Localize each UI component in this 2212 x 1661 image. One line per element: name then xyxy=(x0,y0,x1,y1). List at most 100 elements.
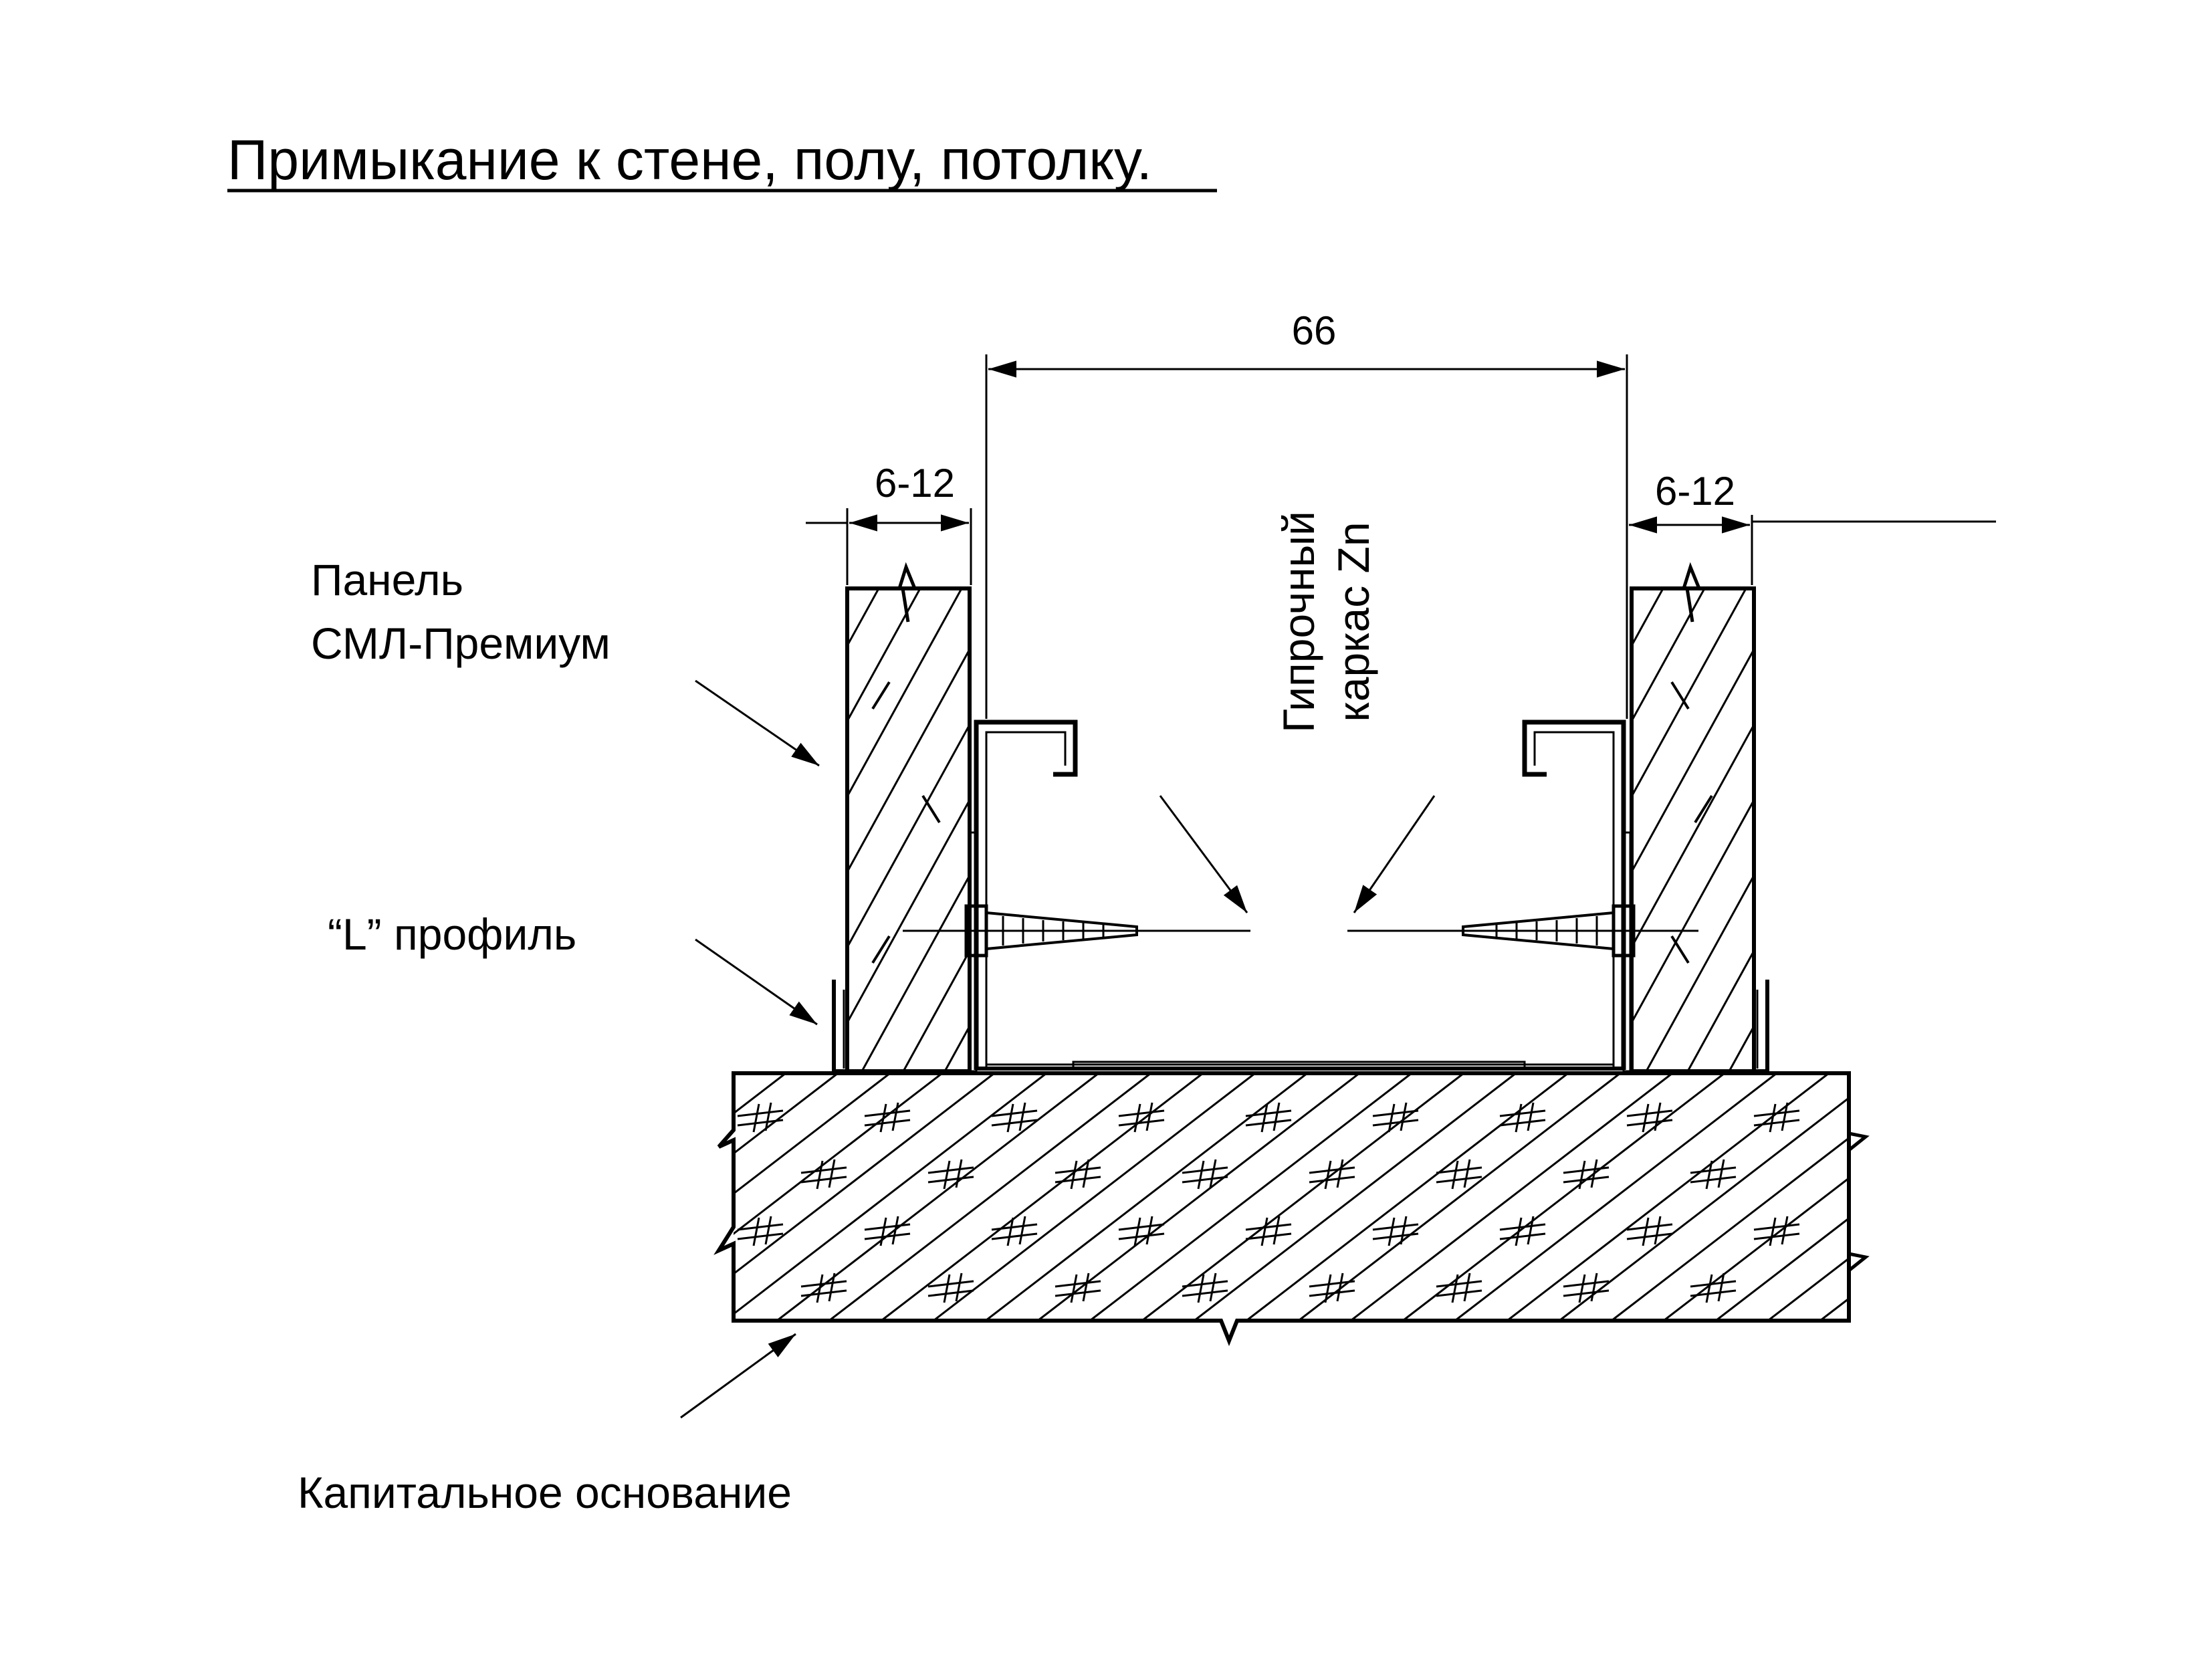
hatch-line xyxy=(1141,1073,1464,1321)
hatch-line xyxy=(1812,588,2078,1071)
hatch-line xyxy=(734,1073,786,1115)
hatch-line xyxy=(1260,1217,1268,1246)
hatch-line xyxy=(1359,588,1625,1071)
hatch-line xyxy=(1686,948,1754,1071)
frame-leader-right xyxy=(1353,795,1436,913)
hatch-line xyxy=(1082,1159,1090,1188)
dimension-66-label: 66 xyxy=(1292,308,1337,353)
hatch-line xyxy=(1182,1280,1228,1288)
hatch-line xyxy=(943,1274,951,1303)
hatch-line xyxy=(1690,1289,1737,1297)
hatch-line xyxy=(800,1289,847,1297)
hatch-line xyxy=(1209,1159,1217,1188)
hatch-line xyxy=(1632,798,1754,1025)
hatch-line xyxy=(1006,1217,1014,1246)
hatch-line xyxy=(1133,1103,1141,1133)
hatch-line xyxy=(816,1160,824,1190)
hatch-line xyxy=(879,1217,887,1246)
hatch-line xyxy=(1642,1217,1650,1246)
hatch-line xyxy=(864,1223,911,1231)
l-profile-label: “L” профиль xyxy=(328,909,576,959)
hatch-line xyxy=(828,1159,836,1188)
hatch-line xyxy=(800,1176,847,1184)
hatch-line xyxy=(800,1166,847,1174)
hatch-line xyxy=(572,588,837,1071)
hatch-line xyxy=(1350,1073,1673,1321)
hatch-line xyxy=(1499,1109,1546,1117)
hatch-line xyxy=(1028,588,1293,1071)
hatch-line xyxy=(1436,1280,1482,1288)
hatch-line xyxy=(1324,1160,1332,1190)
hatch-line xyxy=(2019,588,2212,1071)
hatch-line xyxy=(1632,588,1706,724)
hatch-line xyxy=(734,1073,1047,1315)
hatch-line xyxy=(881,1073,1204,1321)
hatch-line xyxy=(1499,1232,1546,1240)
left-frame-profile xyxy=(974,719,1078,1070)
hatch-line xyxy=(861,873,970,1071)
dimension-right-gap-label: 6-12 xyxy=(1655,469,1735,514)
hatch-line xyxy=(847,647,970,874)
hatch-line xyxy=(927,1176,974,1184)
hatch-line xyxy=(800,1280,847,1288)
hatch-line xyxy=(1563,1289,1610,1297)
hatch-line xyxy=(991,1109,1038,1117)
hatch-line xyxy=(1632,647,1754,874)
hatch-line xyxy=(1298,1073,1621,1321)
hatch-line xyxy=(864,1232,911,1240)
hatch-line xyxy=(1372,1119,1419,1127)
hatch-line xyxy=(1436,1176,1482,1184)
hatch-line xyxy=(1626,1232,1673,1240)
hatch-line xyxy=(847,588,963,799)
hatch-line xyxy=(1055,1176,1101,1184)
hatch-line xyxy=(737,1119,784,1127)
hatch-line xyxy=(1309,1280,1355,1288)
hatch-line xyxy=(828,1272,836,1302)
dimension-right-gap: 6-12 xyxy=(1626,469,1996,585)
hatch-line xyxy=(734,1073,943,1235)
hatch-line xyxy=(1055,1289,1101,1297)
hatch-line xyxy=(1070,1274,1078,1303)
hatch-line xyxy=(1070,1160,1078,1190)
dimension-left-gap: 6-12 xyxy=(806,461,972,585)
hatch-line xyxy=(734,1073,995,1275)
hatch-line xyxy=(1336,1272,1344,1302)
hatch-line xyxy=(847,588,880,648)
hatch-line xyxy=(1499,1223,1546,1231)
hatch-line xyxy=(1463,1159,1471,1188)
hatch-line xyxy=(1642,1103,1650,1133)
hatch-line xyxy=(847,588,921,724)
hatch-line xyxy=(1895,588,2161,1071)
hatch-line xyxy=(1515,1103,1523,1133)
floor-frame-track xyxy=(976,1061,1624,1071)
panel-label-line2: СМЛ-Премиум xyxy=(311,619,611,668)
hatch-line xyxy=(1245,1109,1292,1117)
hatch-line xyxy=(828,1073,1151,1321)
hatch-line xyxy=(737,1223,784,1231)
hatch-line xyxy=(1559,1097,1849,1321)
hatch-line xyxy=(1527,1102,1535,1131)
hatch-line xyxy=(1436,1289,1482,1297)
hatch-line xyxy=(1400,1102,1408,1131)
hatch-line xyxy=(1245,1119,1292,1127)
hatch-line xyxy=(737,1109,784,1117)
hatch-line xyxy=(2102,588,2212,1071)
right-frame-profile xyxy=(1522,719,1626,1070)
hatch-line xyxy=(1654,1216,1662,1245)
hatch-line xyxy=(1133,1217,1141,1246)
hatch-line xyxy=(1400,1216,1408,1245)
hatch-line xyxy=(1402,1073,1725,1321)
hatch-line xyxy=(1194,588,1459,1071)
hatch-line xyxy=(1324,1274,1332,1303)
hatch-line xyxy=(986,588,1252,1071)
hatch-line xyxy=(1854,588,2119,1071)
hatch-line xyxy=(879,1103,887,1133)
hatch-line xyxy=(1089,1073,1412,1321)
hatch-line xyxy=(1055,1166,1101,1174)
hatch-line xyxy=(1717,1159,1725,1188)
hatch-line xyxy=(816,1274,824,1303)
hatch-line xyxy=(1690,1280,1737,1288)
right-profile-strip xyxy=(1622,831,1632,1073)
hatch-line xyxy=(1436,1166,1482,1174)
